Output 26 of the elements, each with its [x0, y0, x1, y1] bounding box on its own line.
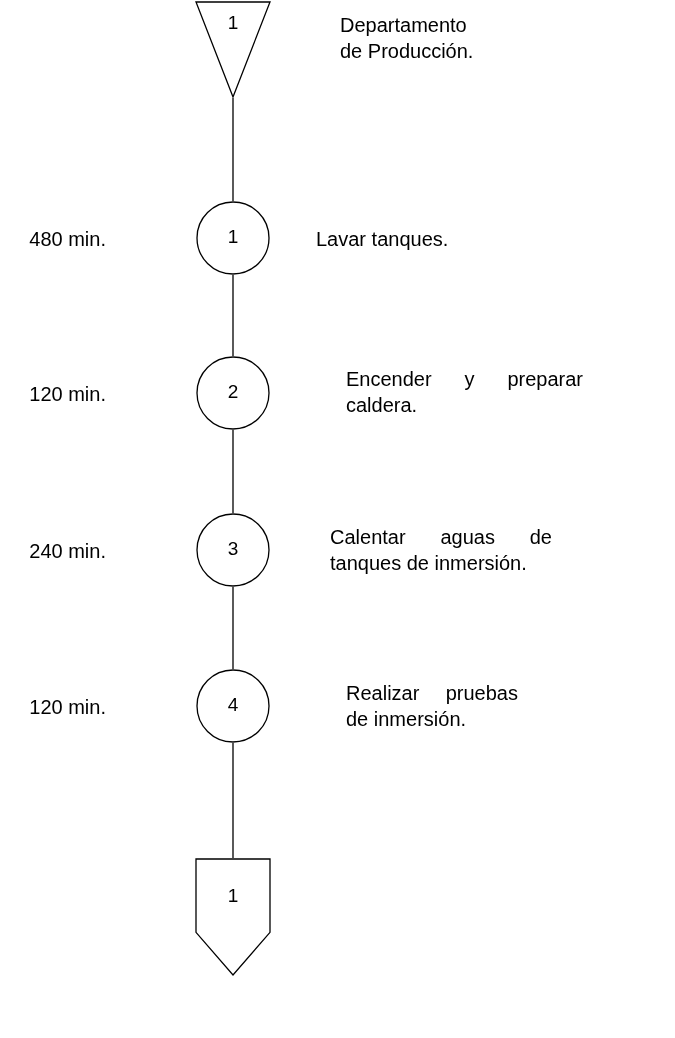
duration-label: 240 min. [28, 539, 106, 564]
duration-label: 480 min. [28, 227, 106, 252]
connector-line [232, 274, 234, 357]
step-number: 2 [227, 380, 239, 404]
connector-line [232, 97, 234, 202]
step-description: Calentar aguas de tanques de inmersión. [330, 525, 552, 576]
step-description: Realizar pruebas de inmersión. [346, 681, 518, 732]
operation-circle [196, 513, 270, 587]
step-number: 3 [227, 537, 239, 561]
step-number: 1 [227, 884, 239, 908]
connector-line [232, 429, 234, 514]
step-number: 1 [227, 225, 239, 249]
step-description: Lavar tanques. [316, 227, 450, 252]
step-description: Encender y preparar caldera. [346, 367, 583, 418]
duration-label: 120 min. [28, 695, 106, 720]
connector-line [232, 742, 234, 859]
off-page-connector [195, 858, 271, 976]
operation-circle [196, 201, 270, 275]
duration-label: 120 min. [28, 382, 106, 407]
start-triangle [195, 1, 271, 98]
operation-circle [196, 356, 270, 430]
operation-circle [196, 669, 270, 743]
step-number: 1 [227, 11, 239, 35]
step-number: 4 [227, 693, 239, 717]
connector-line [232, 586, 234, 670]
step-description: Departamento de Producción. [340, 13, 475, 64]
